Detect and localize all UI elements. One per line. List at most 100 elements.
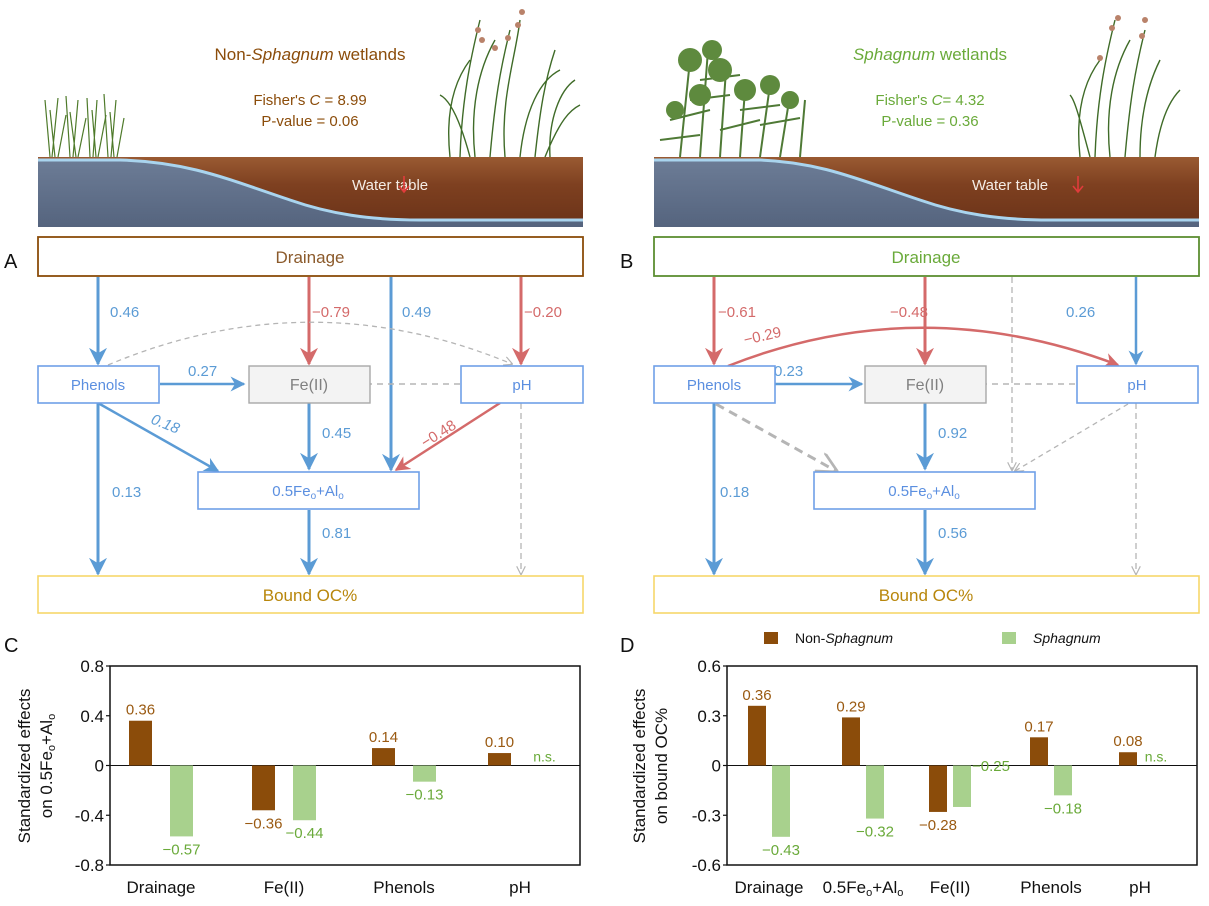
legend: Non-Sphagnum Sphagnum: [764, 630, 1101, 646]
data-label: 0.08: [1113, 733, 1142, 750]
coef-drainage-phenols: −0.61: [718, 304, 756, 321]
bar-sphagnum: [953, 765, 971, 807]
legend-swatch-non-sphagnum: [764, 632, 778, 644]
y-tick-label: 0.8: [80, 657, 104, 676]
path-phenols-feal: [97, 401, 220, 473]
y-axis-label: Standardized effects: [630, 689, 649, 844]
legend-label-sphagnum: Sphagnum: [1033, 630, 1101, 646]
panel-letter-b: B: [620, 251, 633, 273]
path-ph-feal: [394, 401, 501, 472]
node-bound-oc: Bound OC%: [37, 575, 584, 614]
x-tick-label: Drainage: [735, 878, 804, 897]
svg-text:0.5Feo+Alo: 0.5Feo+Alo: [888, 483, 960, 502]
bar-sphagnum: [293, 765, 316, 821]
svg-text:Fe(II): Fe(II): [906, 377, 944, 394]
sedge-plants-small: [44, 93, 125, 158]
legend-swatch-sphagnum: [1002, 632, 1016, 644]
data-label: 0.36: [126, 702, 155, 719]
path-diagram-b: B −0.61 −0.48 0.26 −0.29 0.23 0.92 0.18 …: [620, 236, 1200, 614]
data-label: −0.57: [163, 841, 201, 858]
x-tick-label: Phenols: [373, 878, 434, 897]
bar-sphagnum: [1054, 765, 1072, 796]
panel-letter-c: C: [4, 635, 18, 657]
bar-sphagnum: [866, 765, 884, 819]
y-tick-label: -0.4: [75, 806, 104, 825]
node-fe2: Fe(II): [864, 365, 987, 404]
svg-text:Bound OC%: Bound OC%: [263, 586, 358, 605]
x-tick-label: Fe(II): [930, 878, 971, 897]
node-bound-oc: Bound OC%: [653, 575, 1200, 614]
node-ph: pH: [1076, 365, 1199, 404]
svg-text:Bound OC%: Bound OC%: [879, 586, 974, 605]
path-phenols-ph: [727, 326, 1120, 368]
svg-text:Drainage: Drainage: [276, 248, 345, 267]
svg-text:Fe(II): Fe(II): [290, 377, 328, 394]
panel-letter-d: D: [620, 635, 634, 657]
p-value: P-value = 0.36: [881, 113, 978, 130]
node-phenols: Phenols: [653, 365, 776, 404]
fisher-c-stat: Fisher's C = 8.99: [253, 92, 366, 109]
coef-drainage-feal: 0.49: [402, 304, 431, 321]
data-label: 0.10: [485, 734, 514, 751]
coef-phenols-ph: −0.29: [742, 324, 783, 349]
coef-feal-bound: 0.81: [322, 525, 351, 542]
coef-feal-bound: 0.56: [938, 525, 967, 542]
y-tick-label: 0.4: [80, 707, 104, 726]
ns-label: n.s.: [533, 749, 556, 765]
data-label: 0.14: [369, 729, 398, 746]
svg-text:Phenols: Phenols: [687, 377, 741, 394]
y-axis-label: Standardized effects: [15, 689, 34, 844]
p-value: P-value = 0.06: [261, 113, 358, 130]
y-tick-label: 0.6: [697, 657, 721, 676]
y-axis-label-line2: on 0.5Feo+Alo: [37, 714, 58, 818]
data-label: −0.18: [1044, 800, 1082, 817]
x-tick-label: Phenols: [1020, 878, 1081, 897]
coef-fe2-feal: 0.92: [938, 425, 967, 442]
bar-sphagnum: [772, 765, 790, 837]
svg-text:pH: pH: [1127, 377, 1146, 394]
sphagnum-capitula: [666, 40, 799, 119]
bar-non-sphagnum: [929, 765, 947, 812]
x-tick-label: 0.5Feo+Alo: [823, 878, 904, 899]
water-table-label: Water table: [972, 177, 1048, 194]
data-label: −0.36: [245, 815, 283, 832]
bar-non-sphagnum: [129, 720, 152, 766]
grass-seed-heads: [1097, 15, 1148, 61]
coef-ph-feal: −0.48: [418, 417, 459, 452]
coef-drainage-fe2: −0.48: [890, 304, 928, 321]
coef-drainage-fe2: −0.79: [312, 304, 350, 321]
water-table-down-arrow-icon: [1072, 176, 1084, 194]
grass-plants-tall: [439, 19, 581, 158]
y-tick-label: 0.3: [697, 707, 721, 726]
bar-non-sphagnum: [748, 705, 766, 766]
svg-text:Drainage: Drainage: [892, 248, 961, 267]
water-surface-line: [38, 158, 583, 222]
coef-phenols-bound: 0.18: [720, 484, 749, 501]
coef-phenols-bound: 0.13: [112, 484, 141, 501]
scene-title: Sphagnum wetlands: [853, 45, 1007, 64]
bar-sphagnum: [170, 765, 193, 837]
bar-non-sphagnum: [488, 753, 511, 766]
svg-text:Phenols: Phenols: [71, 377, 125, 394]
data-label: −0.25: [972, 758, 1010, 775]
y-axis-label-line2: on bound OC%: [652, 708, 671, 824]
node-drainage: Drainage: [653, 236, 1200, 277]
coef-drainage-ph: 0.26: [1066, 304, 1095, 321]
svg-text:0.5Feo+Alo: 0.5Feo+Alo: [272, 483, 344, 502]
svg-text:pH: pH: [512, 377, 531, 394]
node-fe2: Fe(II): [248, 365, 371, 404]
bar-sphagnum: [413, 765, 436, 782]
data-label: 0.29: [836, 698, 865, 715]
data-label: −0.28: [919, 817, 957, 834]
coef-drainage-phenols: 0.46: [110, 304, 139, 321]
y-tick-label: 0: [95, 757, 104, 776]
water-table-down-arrow-icon: [398, 176, 410, 194]
water-table-label: Water table: [352, 177, 428, 194]
data-label: −0.44: [286, 825, 324, 842]
y-tick-label: 0: [712, 757, 721, 776]
legend-label-non-sphagnum: Non-Sphagnum: [795, 630, 893, 646]
fisher-c-stat: Fisher's C= 4.32: [875, 92, 984, 109]
bar-chart-c: C Standardized effects on 0.5Feo+Alo 0.8…: [4, 635, 581, 897]
bar-chart-d: D Standardized effects on bound OC% 0.6 0…: [620, 635, 1198, 899]
y-tick-label: -0.6: [692, 856, 721, 875]
